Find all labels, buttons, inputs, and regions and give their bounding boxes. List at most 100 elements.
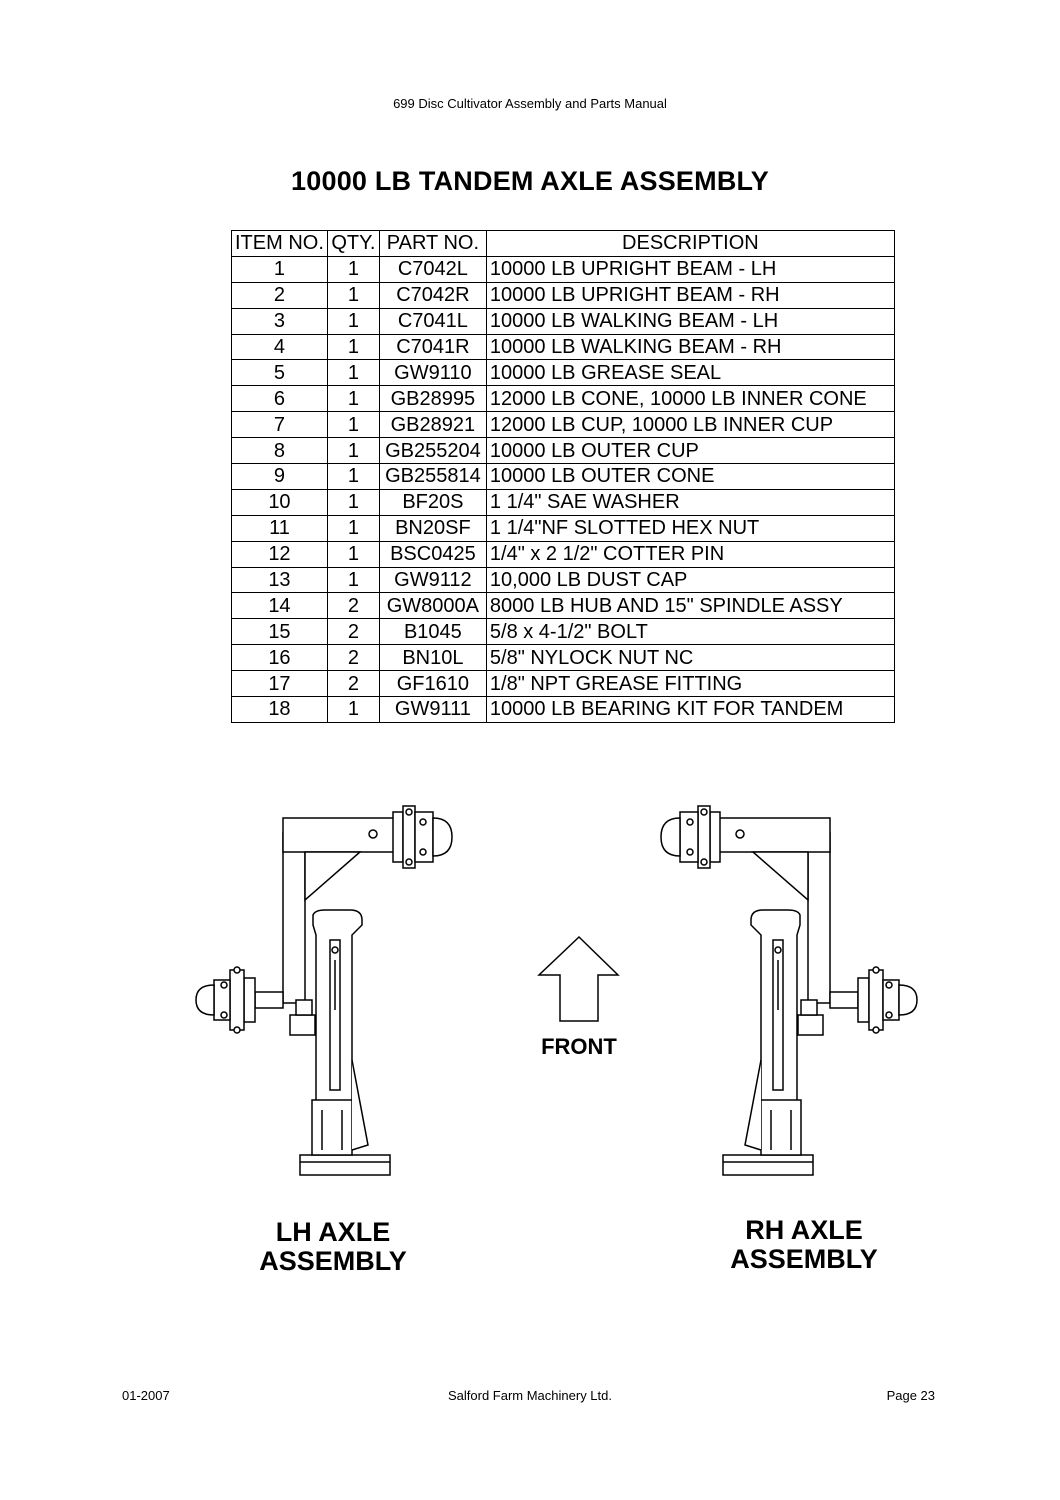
- item-no-cell: 4: [231, 333, 328, 361]
- description-cell: 1 1/4"NF SLOTTED HEX NUT: [485, 514, 895, 542]
- qty-cell: 1: [326, 411, 380, 439]
- qty-cell: 2: [326, 618, 380, 646]
- part-no-cell: C7042R: [378, 281, 487, 309]
- qty-cell: 1: [326, 566, 380, 594]
- description-cell: 10000 LB UPRIGHT BEAM - LH: [485, 255, 895, 283]
- item-no-cell: 17: [231, 670, 328, 698]
- qty-cell: 1: [326, 696, 380, 723]
- part-no-cell: GW9110: [378, 359, 487, 387]
- part-no-cell: GW9111: [378, 696, 487, 723]
- lh-label-line-1: LH AXLE: [275, 1217, 391, 1247]
- description-cell: 8000 LB HUB AND 15" SPINDLE ASSY: [485, 592, 895, 620]
- item-no-cell: 13: [231, 566, 328, 594]
- item-no-cell: 15: [231, 618, 328, 646]
- qty-cell: 1: [326, 359, 380, 387]
- item-no-cell: 2: [231, 281, 328, 309]
- part-no-cell: GW9112: [378, 566, 487, 594]
- description-cell: 5/8" NYLOCK NUT NC: [485, 644, 895, 672]
- item-no-cell: 5: [231, 359, 328, 387]
- qty-cell: 1: [326, 333, 380, 361]
- qty-cell: 2: [326, 592, 380, 620]
- part-no-cell: BN20SF: [378, 514, 487, 542]
- qty-cell: 1: [326, 540, 380, 568]
- qty-cell: 1: [326, 488, 380, 516]
- column-header-item-no: ITEM NO.: [231, 230, 328, 257]
- part-no-cell: GB28995: [378, 385, 487, 413]
- item-no-cell: 18: [231, 696, 328, 723]
- page-title: 10000 LB TANDEM AXLE ASSEMBLY: [291, 166, 769, 196]
- qty-cell: 1: [326, 463, 380, 490]
- lh-axle-drawing: [195, 805, 453, 1176]
- description-cell: 10000 LB WALKING BEAM - RH: [485, 333, 895, 361]
- footer-company: Salford Farm Machinery Ltd.: [447, 1388, 612, 1403]
- description-cell: 12000 LB CUP, 10000 LB INNER CUP: [485, 411, 895, 439]
- item-no-cell: 14: [231, 592, 328, 620]
- qty-cell: 1: [326, 255, 380, 283]
- part-no-cell: B1045: [378, 618, 487, 646]
- part-no-cell: GB28921: [378, 411, 487, 439]
- part-no-cell: GB255204: [378, 437, 487, 465]
- item-no-cell: 12: [231, 540, 328, 568]
- part-no-cell: C7042L: [378, 255, 487, 283]
- item-no-cell: 9: [231, 463, 328, 490]
- rh-label-line-2: ASSEMBLY: [730, 1244, 878, 1274]
- table-header-row: ITEM NO. QTY. PART NO. DESCRIPTION: [231, 230, 895, 257]
- part-no-cell: GW8000A: [378, 592, 487, 620]
- column-header-qty: QTY.: [326, 230, 380, 257]
- part-no-cell: GB255814: [378, 463, 487, 490]
- front-label: FRONT: [541, 1034, 617, 1059]
- item-no-cell: 8: [231, 437, 328, 465]
- front-arrow-icon: [537, 935, 620, 1022]
- qty-cell: 2: [326, 670, 380, 698]
- footer-date: 01-2007: [122, 1388, 170, 1403]
- qty-cell: 1: [326, 437, 380, 465]
- item-no-cell: 11: [231, 514, 328, 542]
- footer-page-number: Page 23: [886, 1388, 935, 1403]
- qty-cell: 2: [326, 644, 380, 672]
- part-no-cell: BN10L: [378, 644, 487, 672]
- axle-assembly-drawing: [195, 805, 918, 1176]
- part-no-cell: C7041L: [378, 307, 487, 335]
- rh-label-line-1: RH AXLE: [745, 1215, 863, 1245]
- description-cell: 5/8 x 4-1/2" BOLT: [485, 618, 895, 646]
- qty-cell: 1: [326, 514, 380, 542]
- description-cell: 10000 LB BEARING KIT FOR TANDEM: [485, 696, 895, 723]
- description-cell: 10000 LB OUTER CONE: [485, 463, 895, 490]
- description-cell: 10000 LB GREASE SEAL: [485, 359, 895, 387]
- manual-header: 699 Disc Cultivator Assembly and Parts M…: [393, 96, 667, 111]
- lh-axle-assembly-label: LH AXLE ASSEMBLY: [223, 1218, 443, 1276]
- description-cell: 10000 LB WALKING BEAM - LH: [485, 307, 895, 335]
- column-header-part-no: PART NO.: [378, 230, 487, 257]
- description-cell: 12000 LB CONE, 10000 LB INNER CONE: [485, 385, 895, 413]
- item-no-cell: 1: [231, 255, 328, 283]
- rh-axle-assembly-label: RH AXLE ASSEMBLY: [694, 1216, 914, 1274]
- item-no-cell: 7: [231, 411, 328, 439]
- part-no-cell: C7041R: [378, 333, 487, 361]
- part-no-cell: BF20S: [378, 488, 487, 516]
- item-no-cell: 3: [231, 307, 328, 335]
- part-no-cell: GF1610: [378, 670, 487, 698]
- description-cell: 10000 LB UPRIGHT BEAM - RH: [485, 281, 895, 309]
- description-cell: 1/4" x 2 1/2" COTTER PIN: [485, 540, 895, 568]
- part-no-cell: BSC0425: [378, 540, 487, 568]
- description-cell: 10000 LB OUTER CUP: [485, 437, 895, 465]
- column-header-description: DESCRIPTION: [485, 230, 895, 257]
- rh-axle-drawing: [660, 805, 918, 1176]
